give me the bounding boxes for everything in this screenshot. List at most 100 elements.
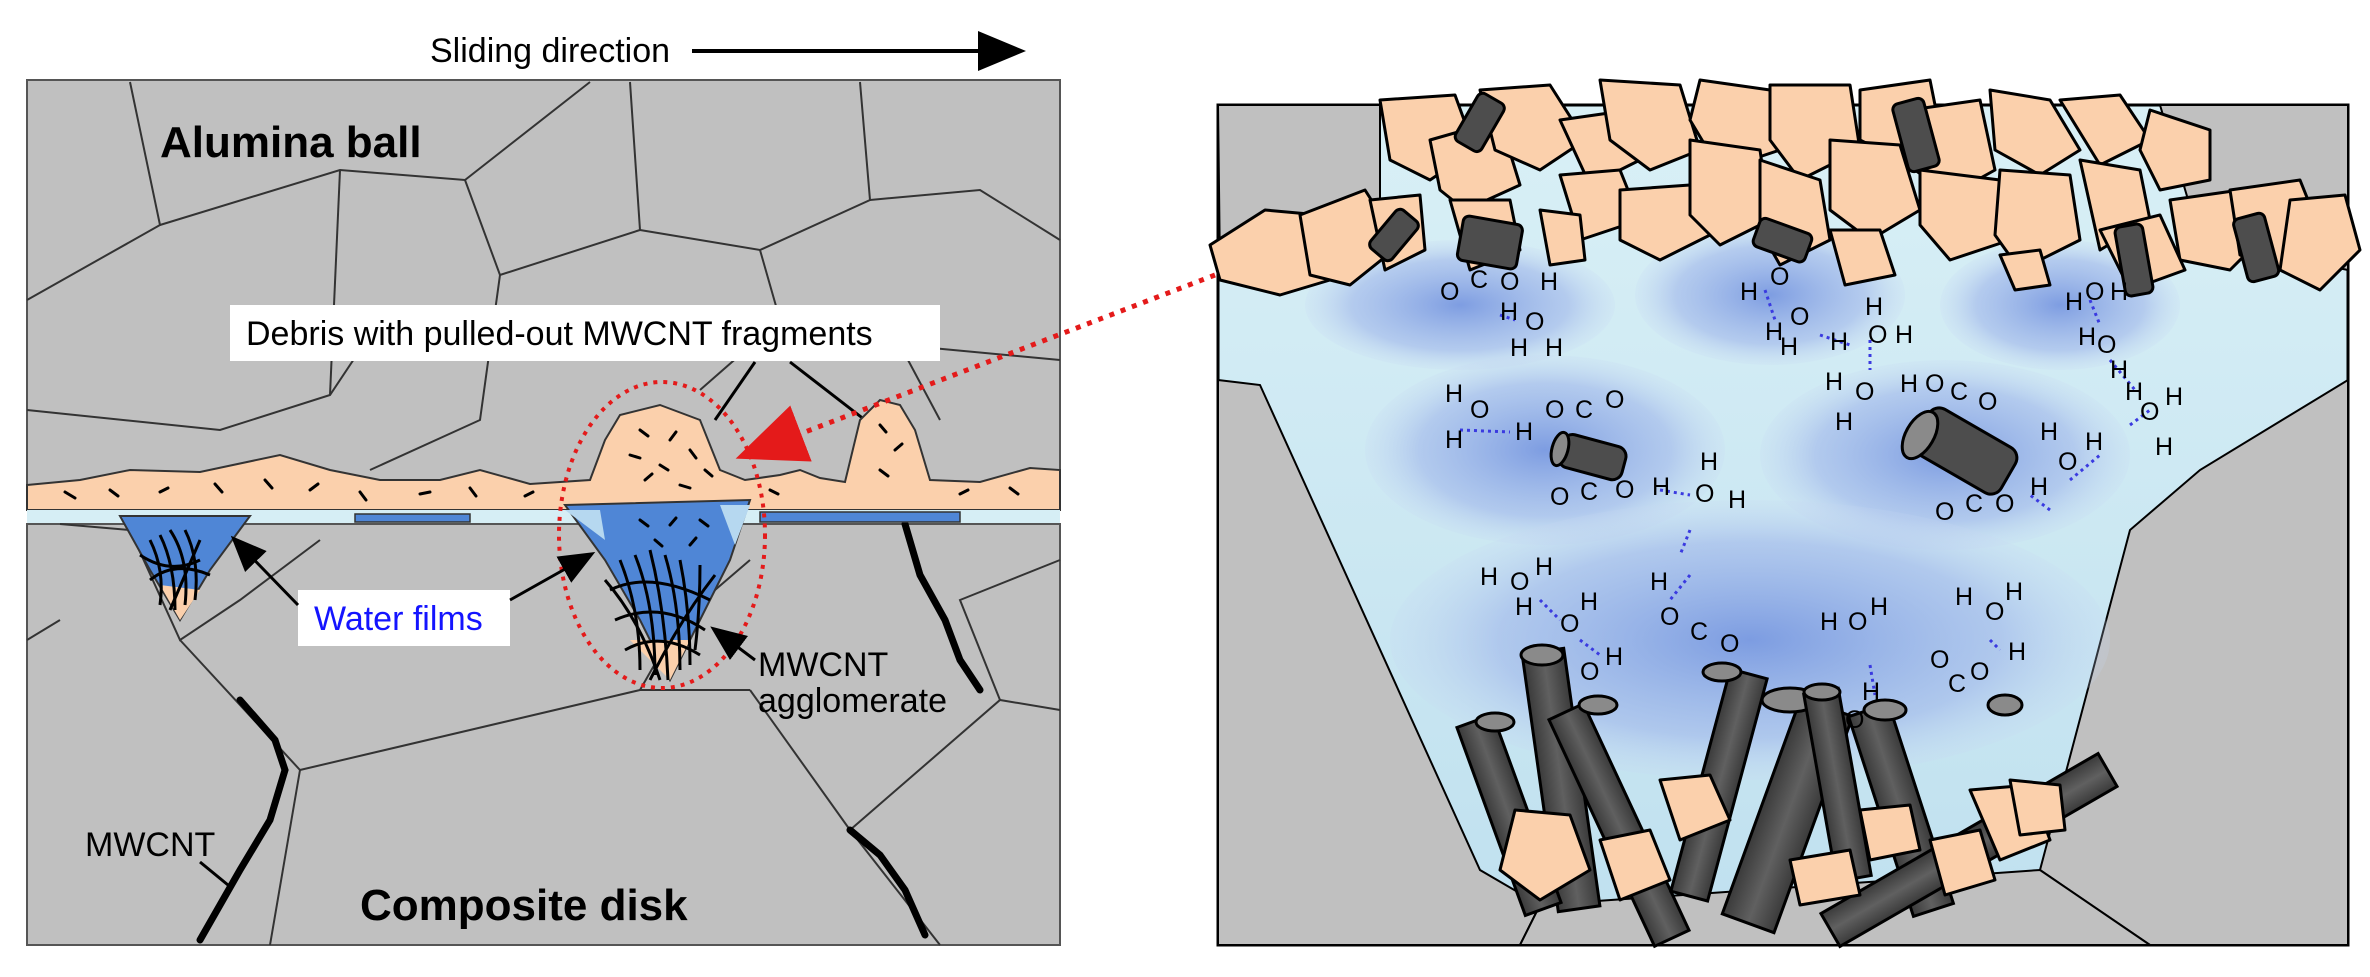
chem-o: O (1935, 498, 1954, 526)
center-water-fragments (638, 516, 710, 548)
chem-h: H (1445, 380, 1463, 408)
chem-h: H (2125, 378, 2143, 406)
chem-o: O (1695, 480, 1714, 508)
water-films-pointer-2 (509, 552, 596, 602)
chem-h: H (1820, 608, 1838, 636)
chem-h: H (2085, 428, 2103, 456)
chem-o: O (1560, 610, 1579, 638)
debris-pointer-1 (713, 361, 757, 421)
chem-c: C (1965, 490, 1983, 518)
chem-o: O (1615, 476, 1634, 504)
agglomerate-label-line1: MWCNT (758, 646, 888, 684)
debris-cnt-fragments (63, 423, 1020, 502)
chem-h: H (1865, 293, 1883, 321)
chem-h: H (1445, 426, 1463, 454)
disk-mwcnt-fibers (196, 520, 984, 944)
water-films-box (298, 590, 510, 646)
water-strip-right (759, 511, 961, 523)
chem-h: H (2005, 578, 2023, 606)
chem-h: H (1862, 678, 1880, 706)
chem-h: H (2030, 473, 2048, 501)
chem-c: C (1948, 670, 1966, 698)
chem-h: H (2110, 356, 2128, 384)
water-pit-center-light (565, 505, 750, 545)
agglomerate-pointer (710, 626, 756, 662)
chem-h: H (2078, 323, 2096, 351)
alumina-ball-title: Alumina ball (160, 118, 422, 167)
chem-h: H (1835, 408, 1853, 436)
chem-c: C (1470, 266, 1488, 294)
mid-cnt-cylinders (1549, 406, 2019, 496)
chem-o: O (1545, 396, 1564, 424)
chem-h: H (1740, 278, 1758, 306)
chem-h: H (1535, 553, 1553, 581)
chem-h: H (1545, 334, 1563, 362)
water-films-pointer-1 (230, 535, 300, 607)
chem-o: O (1925, 370, 1944, 398)
sliding-direction-label: Sliding direction (430, 32, 670, 70)
chem-o: O (1605, 386, 1624, 414)
chem-h: H (1728, 486, 1746, 514)
chem-o: O (1868, 321, 1887, 349)
debris-layer (26, 398, 1061, 511)
debris-label-box (230, 305, 940, 361)
hydrogen-bonds (1459, 289, 2151, 696)
debris-pointer-2 (789, 360, 866, 422)
chem-h: H (1580, 588, 1598, 616)
chem-o: O (2085, 278, 2104, 306)
chem-o: O (1580, 658, 1599, 686)
chem-h: H (1515, 418, 1533, 446)
chem-h: H (1510, 334, 1528, 362)
chem-h: H (1765, 318, 1783, 346)
top-debris-particles (1208, 78, 2362, 297)
mwcnt-label: MWCNT (85, 826, 215, 864)
chem-h: H (1955, 583, 1973, 611)
chem-o: O (1848, 608, 1867, 636)
chem-o: O (2058, 448, 2077, 476)
chem-h: H (1540, 268, 1558, 296)
chem-o: O (2140, 398, 2159, 426)
chem-o: O (1550, 483, 1569, 511)
chem-h: H (1650, 568, 1668, 596)
chem-o: O (1440, 278, 1459, 306)
chem-h: H (2155, 433, 2173, 461)
chem-h: H (1780, 333, 1798, 361)
chem-o: O (1510, 568, 1529, 596)
debris-label: Debris with pulled-out MWCNT fragments (246, 315, 873, 353)
water-strip-left (354, 513, 471, 523)
chem-h: H (1830, 328, 1848, 356)
chem-h: H (1895, 321, 1913, 349)
right-panel: O C O H H O H H H O H O H H H O H H O H … (1208, 78, 2362, 949)
chem-o: O (1985, 598, 2004, 626)
composite-disk-title: Composite disk (360, 881, 688, 930)
chem-c: C (1690, 618, 1708, 646)
chem-o: O (1845, 706, 1864, 734)
chem-h: H (2110, 278, 2128, 306)
chem-h: H (2065, 288, 2083, 316)
center-agglomerate-fibers (603, 549, 717, 681)
chem-h: H (1700, 448, 1718, 476)
chem-h: H (1825, 368, 1843, 396)
chem-o: O (1770, 263, 1789, 291)
chem-c: C (1575, 396, 1593, 424)
bottom-debris-particles (1498, 773, 2067, 907)
chem-h: H (1652, 473, 1670, 501)
chem-o: O (2097, 331, 2116, 359)
chem-h: H (1605, 643, 1623, 671)
chem-o: O (1790, 303, 1809, 331)
chem-h: H (1480, 563, 1498, 591)
chem-h: H (1900, 370, 1918, 398)
left-panel: Sliding direction Alumina ball Debris wi… (26, 31, 1061, 946)
chem-h: H (2008, 638, 2026, 666)
chem-c: C (1950, 378, 1968, 406)
mwcnt-pointer (199, 860, 229, 887)
agglomerate-label-line2: agglomerate (758, 682, 947, 720)
water-films-label: Water films (314, 600, 483, 638)
chem-h: H (2165, 383, 2183, 411)
left-agglomerate-fibers (139, 529, 211, 611)
chem-o: O (1978, 388, 1997, 416)
zoom-ellipse (557, 380, 767, 690)
chem-o: O (1720, 630, 1739, 658)
chem-o: O (1500, 268, 1519, 296)
